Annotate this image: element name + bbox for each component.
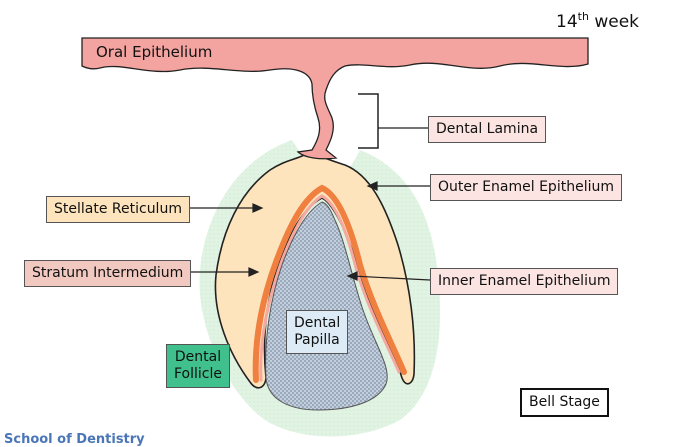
label-stellate-reticulum: Stellate Reticulum: [46, 196, 190, 223]
oral-epithelium-region: [81, 37, 589, 160]
label-outer-enamel-epithelium: Outer Enamel Epithelium: [430, 174, 622, 201]
dental-papilla-region: [265, 201, 388, 411]
footer-text: School of Dentistry: [4, 432, 145, 447]
pointer-lines: [190, 127, 431, 281]
label-stage: Bell Stage: [520, 388, 609, 417]
dental-lamina-bracket: [358, 93, 379, 149]
week-label: 14th week: [556, 10, 640, 32]
label-dental-lamina: Dental Lamina: [428, 116, 547, 143]
label-dental-follicle: Dental Follicle: [166, 344, 230, 388]
label-stratum-intermedium: Stratum Intermedium: [24, 260, 192, 287]
stratum-intermedium-inner: [259, 194, 401, 382]
label-dental-papilla: Dental Papilla: [286, 310, 348, 354]
label-oral-epithelium: Oral Epithelium: [96, 43, 213, 61]
stratum-intermedium-band: [252, 184, 407, 383]
label-inner-enamel-epithelium: Inner Enamel Epithelium: [430, 268, 619, 295]
